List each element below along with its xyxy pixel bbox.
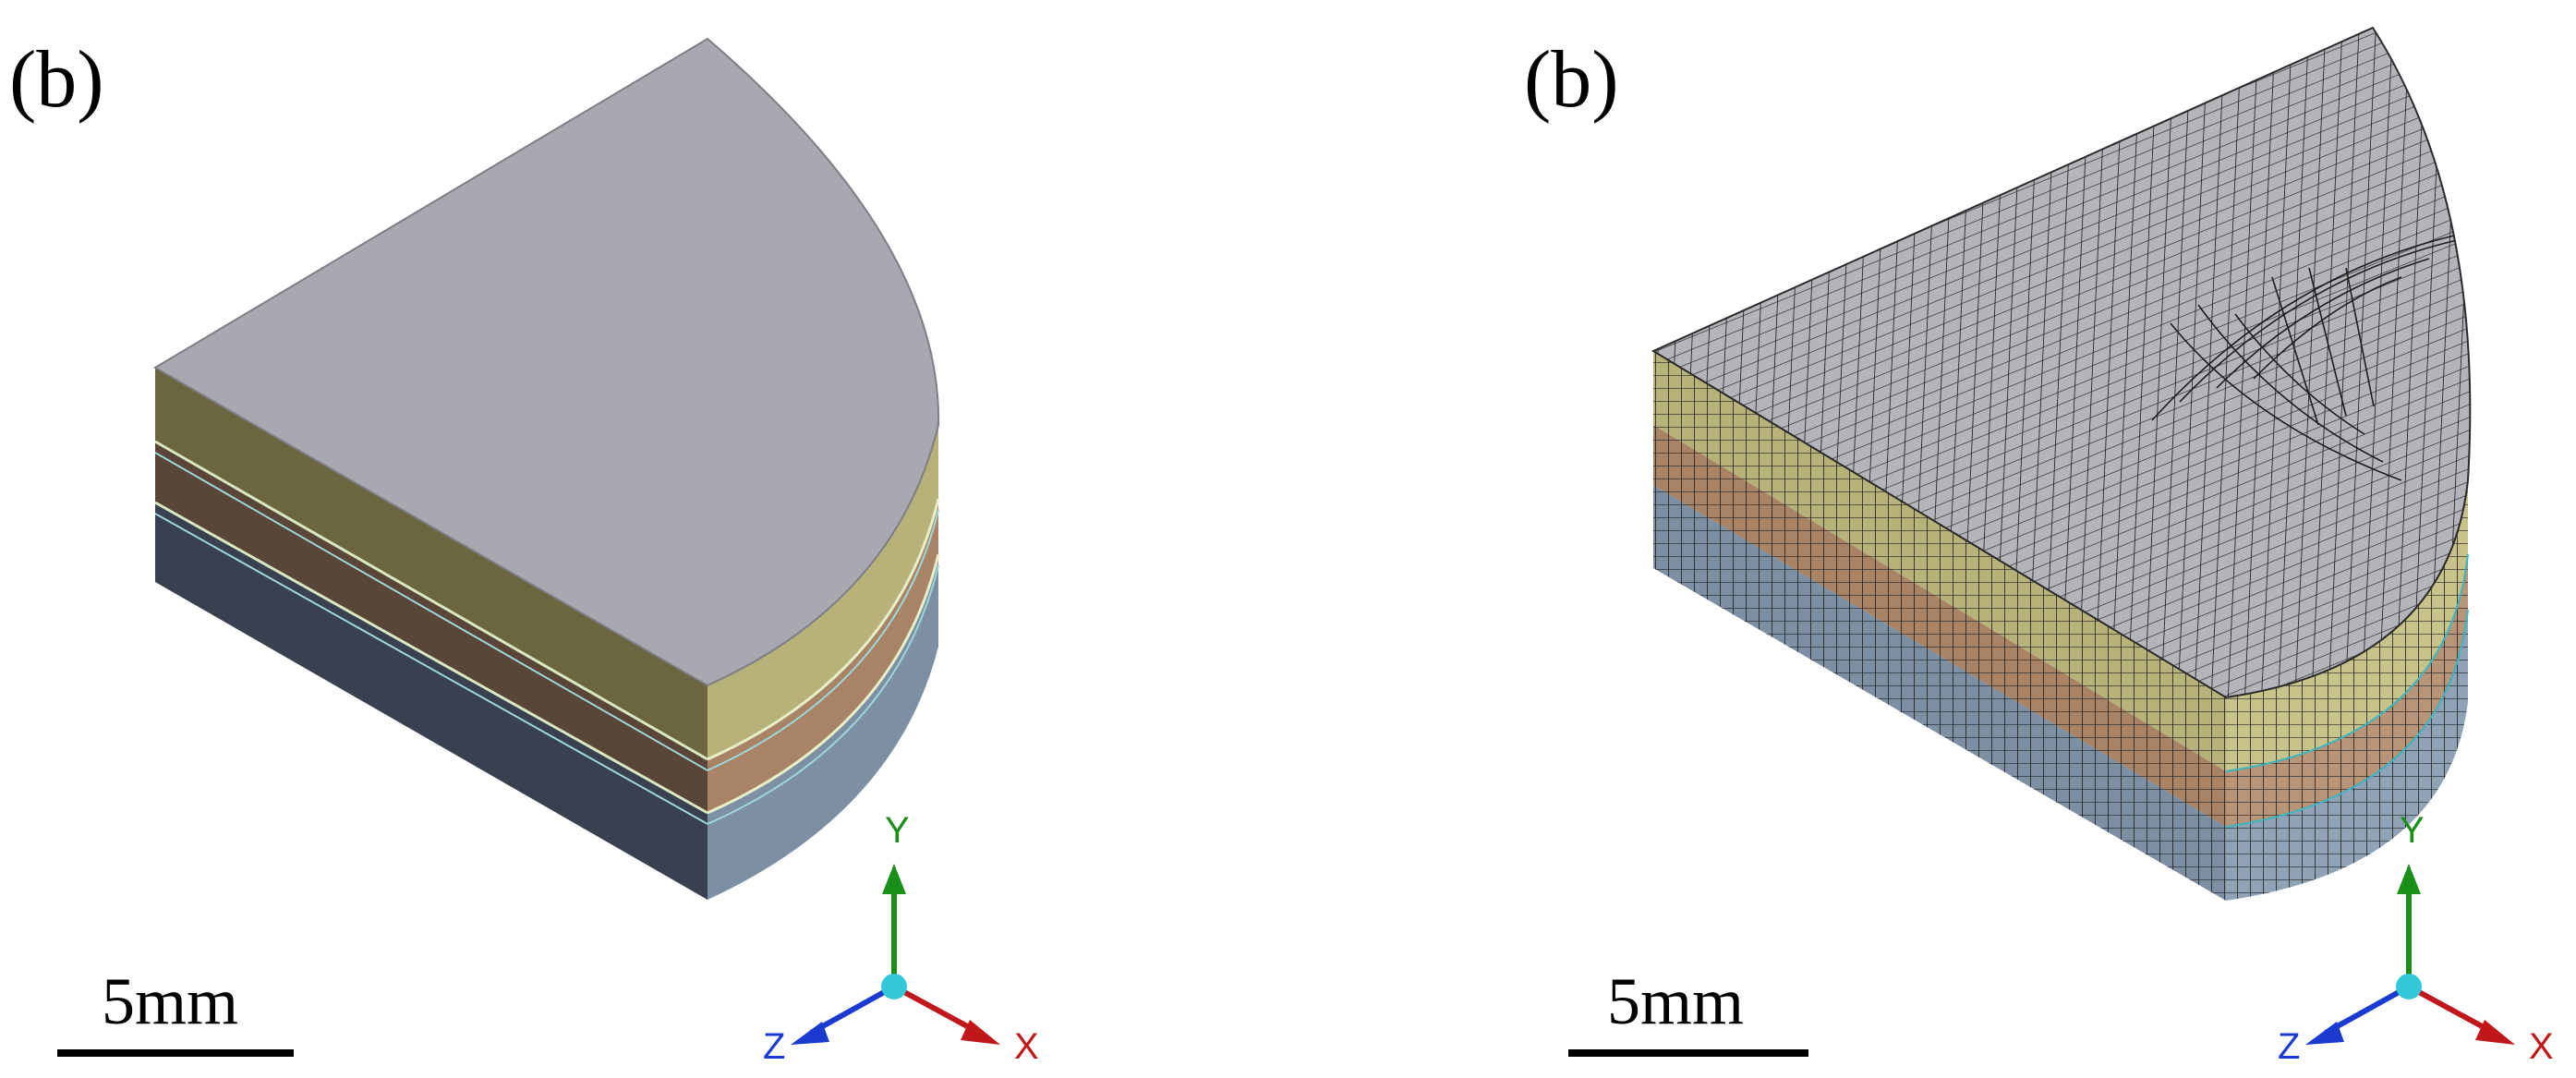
y-arrow-icon: [882, 864, 906, 894]
layer-brown-left: [155, 442, 707, 813]
axis-x-label: X: [1014, 1026, 1039, 1067]
layer-brown-curve: [707, 499, 938, 813]
layer-blue-curve: [707, 554, 938, 900]
x-arrow-icon: [2475, 1020, 2515, 1045]
mesh-side-grid: [1653, 351, 2226, 901]
scale-bar-label: 5mm: [102, 964, 238, 1038]
layer-blue-left: [155, 503, 707, 900]
y-arrow-icon: [2397, 864, 2421, 894]
x-arrow-icon: [961, 1020, 1000, 1045]
scale-bar: 5mm: [1568, 964, 1808, 1057]
axis-triad: Y X Z: [2278, 810, 2554, 1067]
geometry-model: [153, 37, 940, 900]
scale-bar-label: 5mm: [1607, 964, 1744, 1038]
origin-icon: [2396, 974, 2422, 999]
layer-yellow-curve: [707, 425, 938, 759]
axis-z-label: Z: [763, 1026, 785, 1067]
mesh-model: [1651, 26, 2472, 901]
right-panel: (b): [1524, 26, 2554, 1067]
origin-icon: [881, 974, 907, 999]
panel-label: (b): [9, 35, 104, 125]
mesh-radial-refinement: [2151, 230, 2471, 481]
scale-bar: 5mm: [57, 964, 294, 1057]
mesh-top-face: [1651, 26, 2472, 699]
panel-label: (b): [1524, 35, 1619, 125]
mesh-curve-grid: [2226, 480, 2468, 901]
z-arrow-icon: [791, 1022, 829, 1045]
axis-z-label: Z: [2278, 1026, 2300, 1067]
axis-triad: Y X Z: [763, 810, 1039, 1067]
axis-y-label: Y: [885, 810, 910, 851]
axis-x-label: X: [2529, 1026, 2554, 1067]
top-face: [153, 37, 940, 687]
left-panel: (b) 5mm: [9, 35, 1039, 1067]
axis-y-label: Y: [2400, 810, 2425, 851]
layer-yellow-left: [155, 368, 707, 759]
z-arrow-icon: [2305, 1022, 2344, 1045]
